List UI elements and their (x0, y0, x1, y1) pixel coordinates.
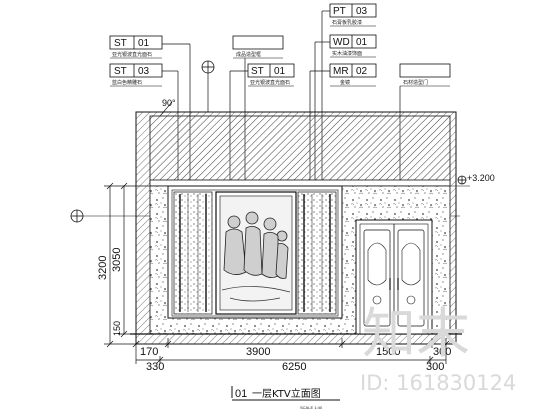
dim-1500: 1500 (376, 346, 400, 358)
tag-description: 成品造型框 (236, 51, 261, 58)
material-tag-st01-a: ST 01 亚光银波直光面石 (109, 35, 163, 59)
tag-description: 蓝白色精雕石 (112, 79, 142, 86)
tag-number: 03 (356, 6, 368, 17)
dim-330: 330 (146, 361, 164, 373)
section-symbol-top (201, 60, 215, 112)
tag-number: 02 (356, 66, 368, 77)
height-inner-label: 3050 (111, 248, 123, 272)
tag-number: 03 (138, 66, 150, 77)
tag-description: 金镜 (340, 79, 350, 86)
tag-code: ST (114, 38, 127, 49)
dim-6250: 6250 (282, 361, 306, 373)
material-tag-st01-b: ST 01 亚光银波直光面石 (247, 63, 295, 87)
tag-number: 01 (138, 38, 150, 49)
height-base-label: 150 (112, 321, 122, 336)
tag-description: 亚光银波直光面石 (250, 79, 290, 86)
tag-code: ST (114, 66, 127, 77)
horizontal-dimension-lines (132, 338, 450, 364)
watermark-brand: 知末 (362, 302, 470, 365)
caption-scale: SCALE 1:40 (300, 405, 323, 410)
angle-label: 90° (162, 98, 176, 108)
central-artwork (215, 191, 297, 315)
elevation-label: +3.200 (467, 173, 495, 183)
elevation-marker (450, 175, 470, 187)
tag-number: 01 (356, 37, 368, 48)
watermark-id: ID: 161830124 (360, 371, 516, 395)
tag-description: 实木油漆饰面 (332, 50, 362, 57)
caption-number: 01 (235, 388, 247, 400)
dim-300-top: 300 (433, 346, 451, 358)
tag-code: MR (333, 66, 349, 77)
vertical-dimension-lines (104, 182, 150, 348)
tag-code: WD (333, 37, 350, 48)
tag-description: 石膏板乳胶漆 (332, 19, 362, 26)
material-tag-top-b: 石材造型门 (399, 63, 451, 87)
dim-3900: 3900 (246, 346, 270, 358)
material-tag-top-a: 成品造型框 (232, 35, 284, 59)
caption-title: 一层KTV立面图 (252, 387, 321, 400)
tag-code: ST (251, 66, 264, 77)
material-tag-st03: ST 03 蓝白色精雕石 (109, 63, 163, 87)
material-tag-wd01: WD 01 实木油漆饰面 (329, 34, 377, 58)
material-tag-mr02: MR 02 金镜 (329, 63, 377, 87)
double-door (355, 219, 433, 335)
tag-code: PT (333, 6, 346, 17)
tag-description: 亚光银波直光面石 (112, 51, 152, 58)
height-total-label: 3200 (97, 256, 109, 280)
tag-description: 石材造型门 (403, 79, 428, 86)
tag-number: 01 (274, 66, 286, 77)
dim-300-bottom: 300 (426, 361, 444, 373)
dim-170: 170 (140, 346, 158, 358)
drawing-caption: 01 一层KTV立面图 SCALE 1:40 (231, 386, 340, 410)
material-tag-pt03: PT 03 石膏板乳胶漆 (329, 3, 377, 27)
